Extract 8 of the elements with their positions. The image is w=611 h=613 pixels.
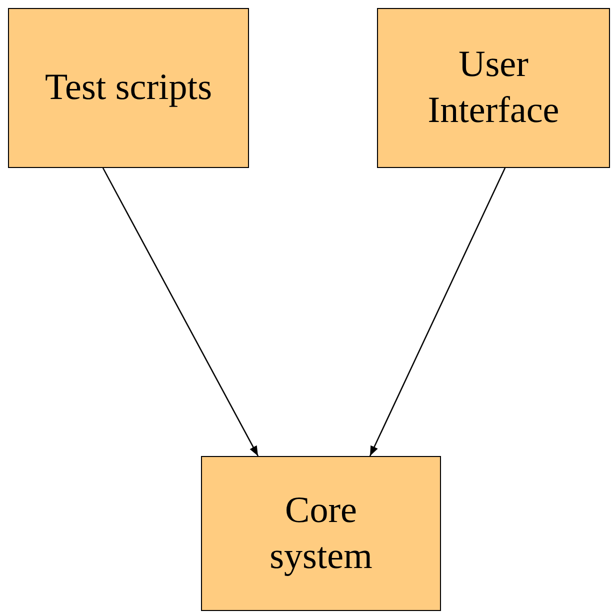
box-label: Core system bbox=[268, 488, 374, 578]
process-box bbox=[201, 456, 441, 611]
box-label: User Interface bbox=[426, 43, 560, 133]
box-label: Test scripts bbox=[45, 66, 212, 110]
arrow bbox=[102, 168, 259, 456]
arrow bbox=[369, 168, 506, 456]
process-box bbox=[8, 8, 249, 168]
process-box bbox=[377, 8, 610, 168]
